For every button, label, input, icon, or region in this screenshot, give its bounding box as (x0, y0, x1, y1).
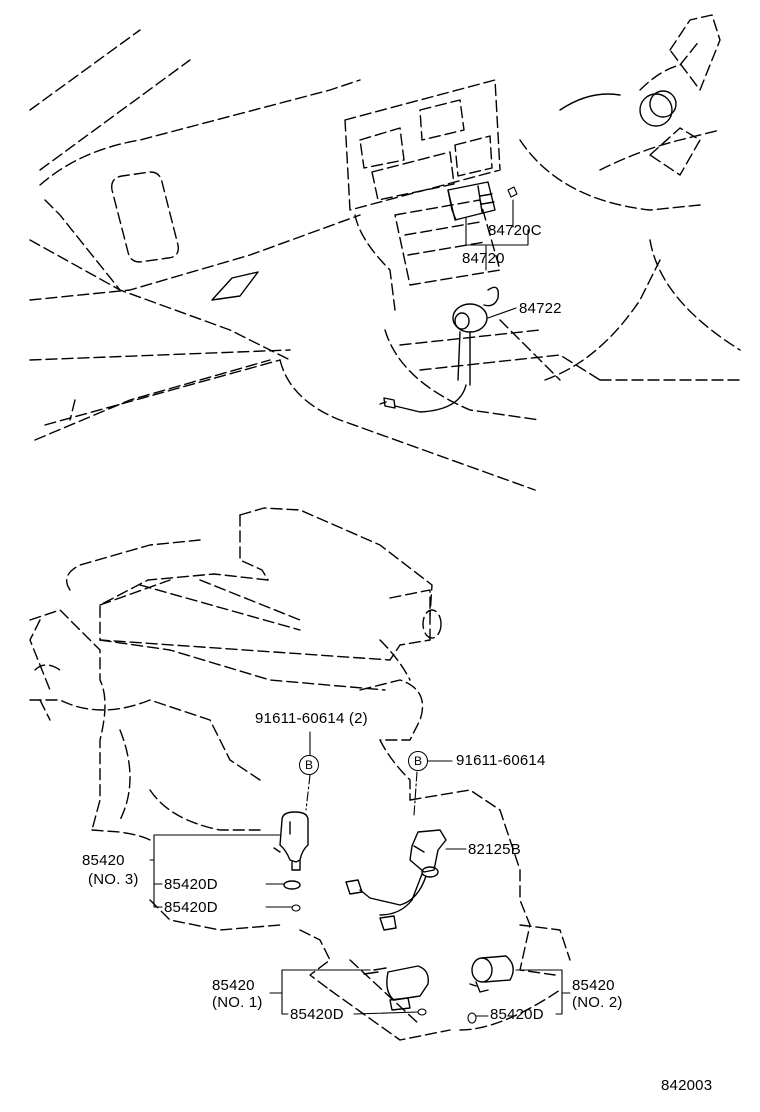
part-label-85420-no3: 85420 (82, 852, 125, 869)
bolt-leaders (305, 731, 453, 816)
part-label-84720c: 84720C (488, 222, 542, 239)
part-label-85420-no2: 85420 (572, 977, 615, 994)
bolt-label-right: 91611-60614 (456, 752, 546, 769)
part-label-85420d-d: 85420D (490, 1006, 544, 1023)
pump-no1 (363, 965, 429, 1016)
figure-number: 842003 (661, 1077, 713, 1094)
sensor-82125b (345, 829, 447, 931)
dashboard-outline (29, 14, 741, 491)
part-label-85420d-a: 85420D (164, 876, 218, 893)
leaders-bottom (149, 834, 571, 1017)
bolt-qty-left: (2) (348, 710, 368, 727)
callout-b-right: B (408, 751, 428, 771)
part-label-85420d-c: 85420D (290, 1006, 344, 1023)
part-label-84722: 84722 (519, 300, 562, 317)
bolt-number-left: 91611-60614 (255, 710, 345, 727)
bolt-label-left: 91611-60614 (2) (255, 710, 368, 727)
engine-outline (29, 507, 571, 1041)
label-no3: (NO. 3) (88, 871, 139, 888)
leaders-top (465, 199, 529, 319)
pump-no3 (273, 811, 309, 912)
part-label-84720: 84720 (462, 250, 505, 267)
part-label-82125b: 82125B (468, 841, 521, 858)
pump-no2 (467, 955, 514, 1024)
callout-b-left: B (299, 755, 319, 775)
part-label-85420d-b: 85420D (164, 899, 218, 916)
part-label-85420-no1: 85420 (212, 977, 255, 994)
label-no1: (NO. 1) (212, 994, 263, 1011)
label-no2: (NO. 2) (572, 994, 623, 1011)
